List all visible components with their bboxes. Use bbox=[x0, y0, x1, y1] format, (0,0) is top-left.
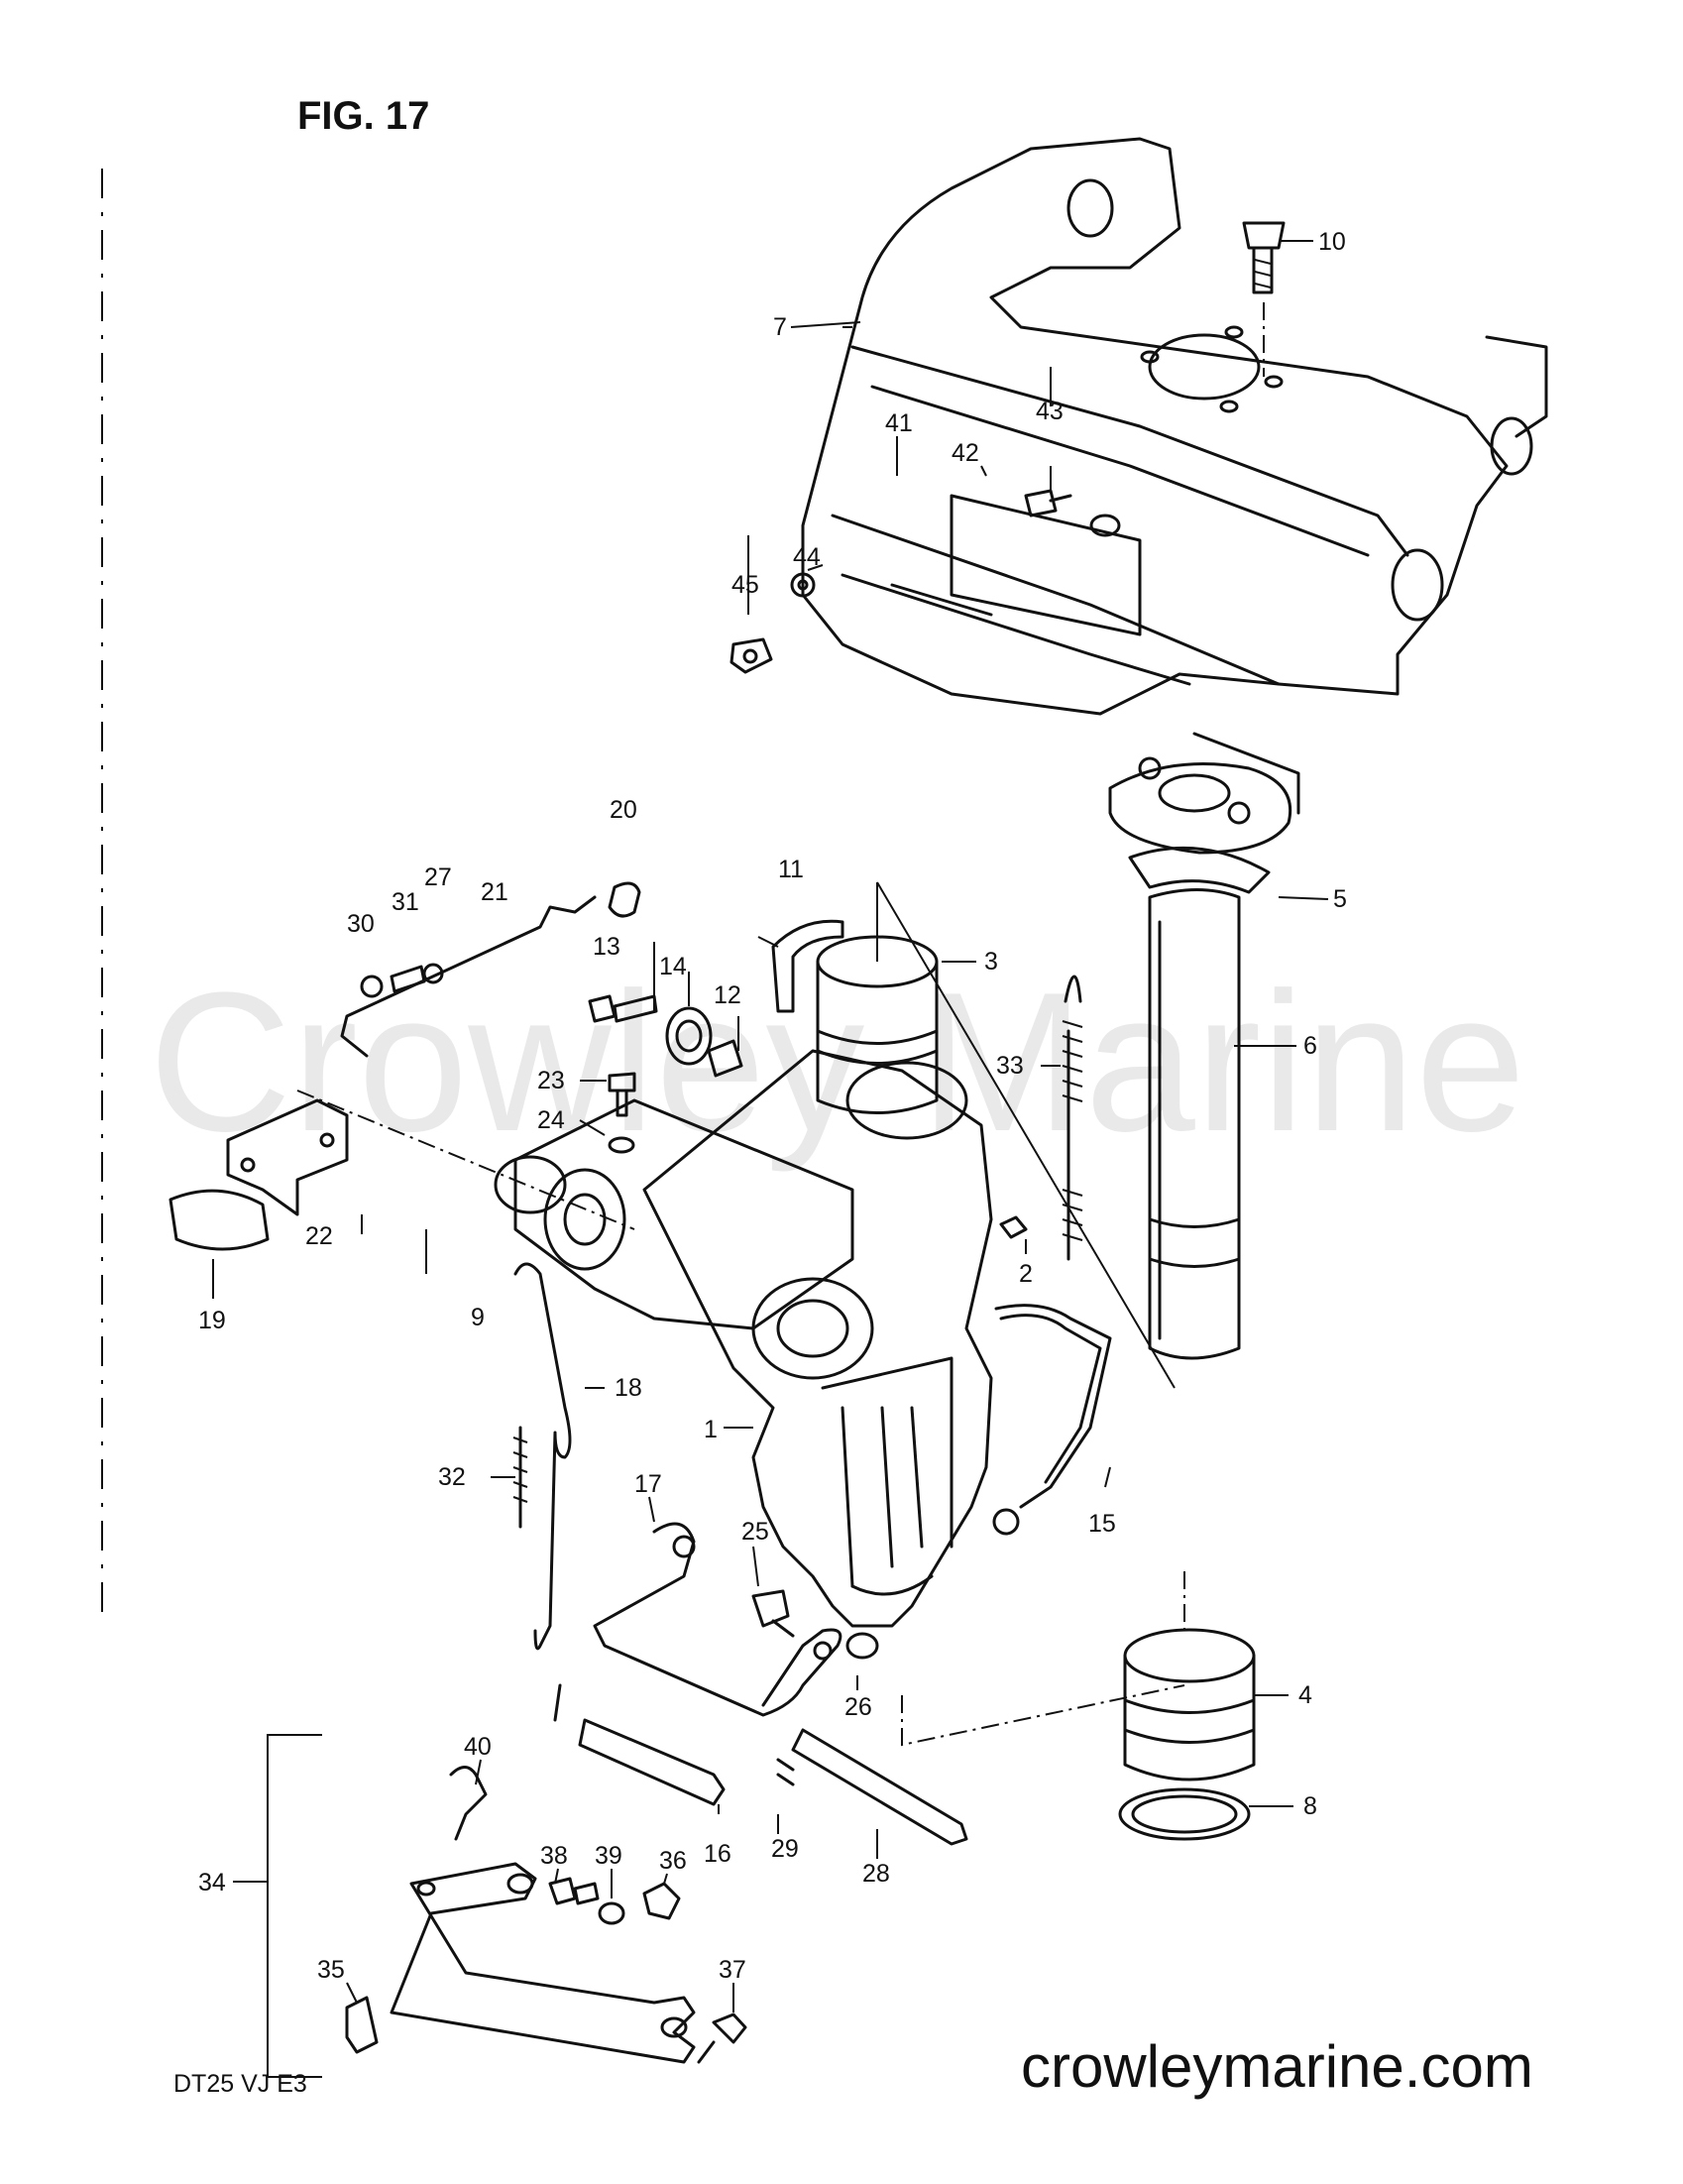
left-parts bbox=[168, 1098, 567, 1251]
steering-shaft-part bbox=[1108, 732, 1300, 1360]
callout-6: 6 bbox=[1303, 1032, 1317, 1060]
callout-labels: 1 2 3 4 5 6 7 8 9 10 11 12 13 14 15 16 1… bbox=[198, 228, 1347, 1984]
callout-37: 37 bbox=[719, 1956, 746, 1984]
lower-bushing-part bbox=[1118, 1628, 1256, 1841]
callout-13: 13 bbox=[593, 933, 620, 961]
callout-9: 9 bbox=[471, 1304, 485, 1331]
callout-17: 17 bbox=[634, 1470, 662, 1498]
model-code: DT25 VJ E3 bbox=[173, 2070, 307, 2098]
callout-41: 41 bbox=[885, 409, 913, 437]
callout-25: 25 bbox=[741, 1518, 769, 1546]
leader-lines bbox=[212, 240, 1329, 2078]
bolt-10-part bbox=[1242, 221, 1286, 294]
callout-16: 16 bbox=[704, 1840, 731, 1868]
callout-8: 8 bbox=[1303, 1792, 1317, 1820]
swivel-bracket-part bbox=[801, 137, 1548, 716]
callout-39: 39 bbox=[595, 1842, 622, 1870]
callout-34: 34 bbox=[198, 1869, 226, 1897]
callout-21: 21 bbox=[481, 878, 508, 906]
callout-4: 4 bbox=[1298, 1681, 1312, 1709]
callout-12: 12 bbox=[714, 981, 741, 1009]
website-text: crowleymarine.com bbox=[1021, 2033, 1533, 2100]
callout-36: 36 bbox=[659, 1847, 687, 1875]
callout-20: 20 bbox=[610, 796, 637, 824]
callout-1: 1 bbox=[704, 1416, 718, 1443]
spring-33-part bbox=[1062, 975, 1083, 1261]
callout-3: 3 bbox=[984, 948, 998, 976]
callout-10: 10 bbox=[1318, 228, 1346, 256]
callout-42: 42 bbox=[952, 439, 979, 467]
rod-21-assembly bbox=[340, 881, 641, 1058]
lower-linkage bbox=[553, 1522, 968, 1846]
callout-19: 19 bbox=[198, 1307, 226, 1334]
rod-18-spring-32 bbox=[512, 1262, 572, 1651]
callout-15: 15 bbox=[1088, 1510, 1116, 1538]
callout-18: 18 bbox=[615, 1374, 642, 1402]
callout-45: 45 bbox=[731, 571, 759, 599]
callout-44: 44 bbox=[793, 543, 821, 571]
callout-2: 2 bbox=[1019, 1260, 1033, 1288]
callout-14: 14 bbox=[659, 953, 687, 980]
callout-32: 32 bbox=[438, 1463, 466, 1491]
callout-40: 40 bbox=[464, 1733, 492, 1761]
watermark: Crowley Marine bbox=[149, 952, 1525, 1173]
swivel-housing-part bbox=[513, 1049, 1020, 1628]
stopper-bracket-part bbox=[994, 1304, 1112, 1509]
hardware-41-45 bbox=[729, 489, 1072, 674]
callout-24: 24 bbox=[537, 1106, 565, 1134]
bolt-2-part bbox=[999, 1215, 1028, 1239]
callout-23: 23 bbox=[537, 1067, 565, 1094]
callout-26: 26 bbox=[844, 1693, 872, 1721]
callout-27: 27 bbox=[424, 863, 452, 891]
callout-38: 38 bbox=[540, 1842, 568, 1870]
callout-31: 31 bbox=[392, 888, 419, 916]
figure-title: FIG. 17 bbox=[297, 94, 429, 138]
callout-5: 5 bbox=[1333, 885, 1347, 913]
callout-7: 7 bbox=[773, 313, 787, 341]
callout-30: 30 bbox=[347, 910, 375, 938]
upper-hardware bbox=[588, 994, 743, 1154]
callout-35: 35 bbox=[317, 1956, 345, 1984]
callout-33: 33 bbox=[996, 1052, 1024, 1080]
tilt-lever-group bbox=[345, 1766, 747, 2064]
callout-29: 29 bbox=[771, 1835, 799, 1863]
callout-43: 43 bbox=[1036, 398, 1064, 425]
callout-11: 11 bbox=[778, 856, 804, 883]
callout-22: 22 bbox=[305, 1222, 333, 1250]
callout-28: 28 bbox=[862, 1860, 890, 1888]
